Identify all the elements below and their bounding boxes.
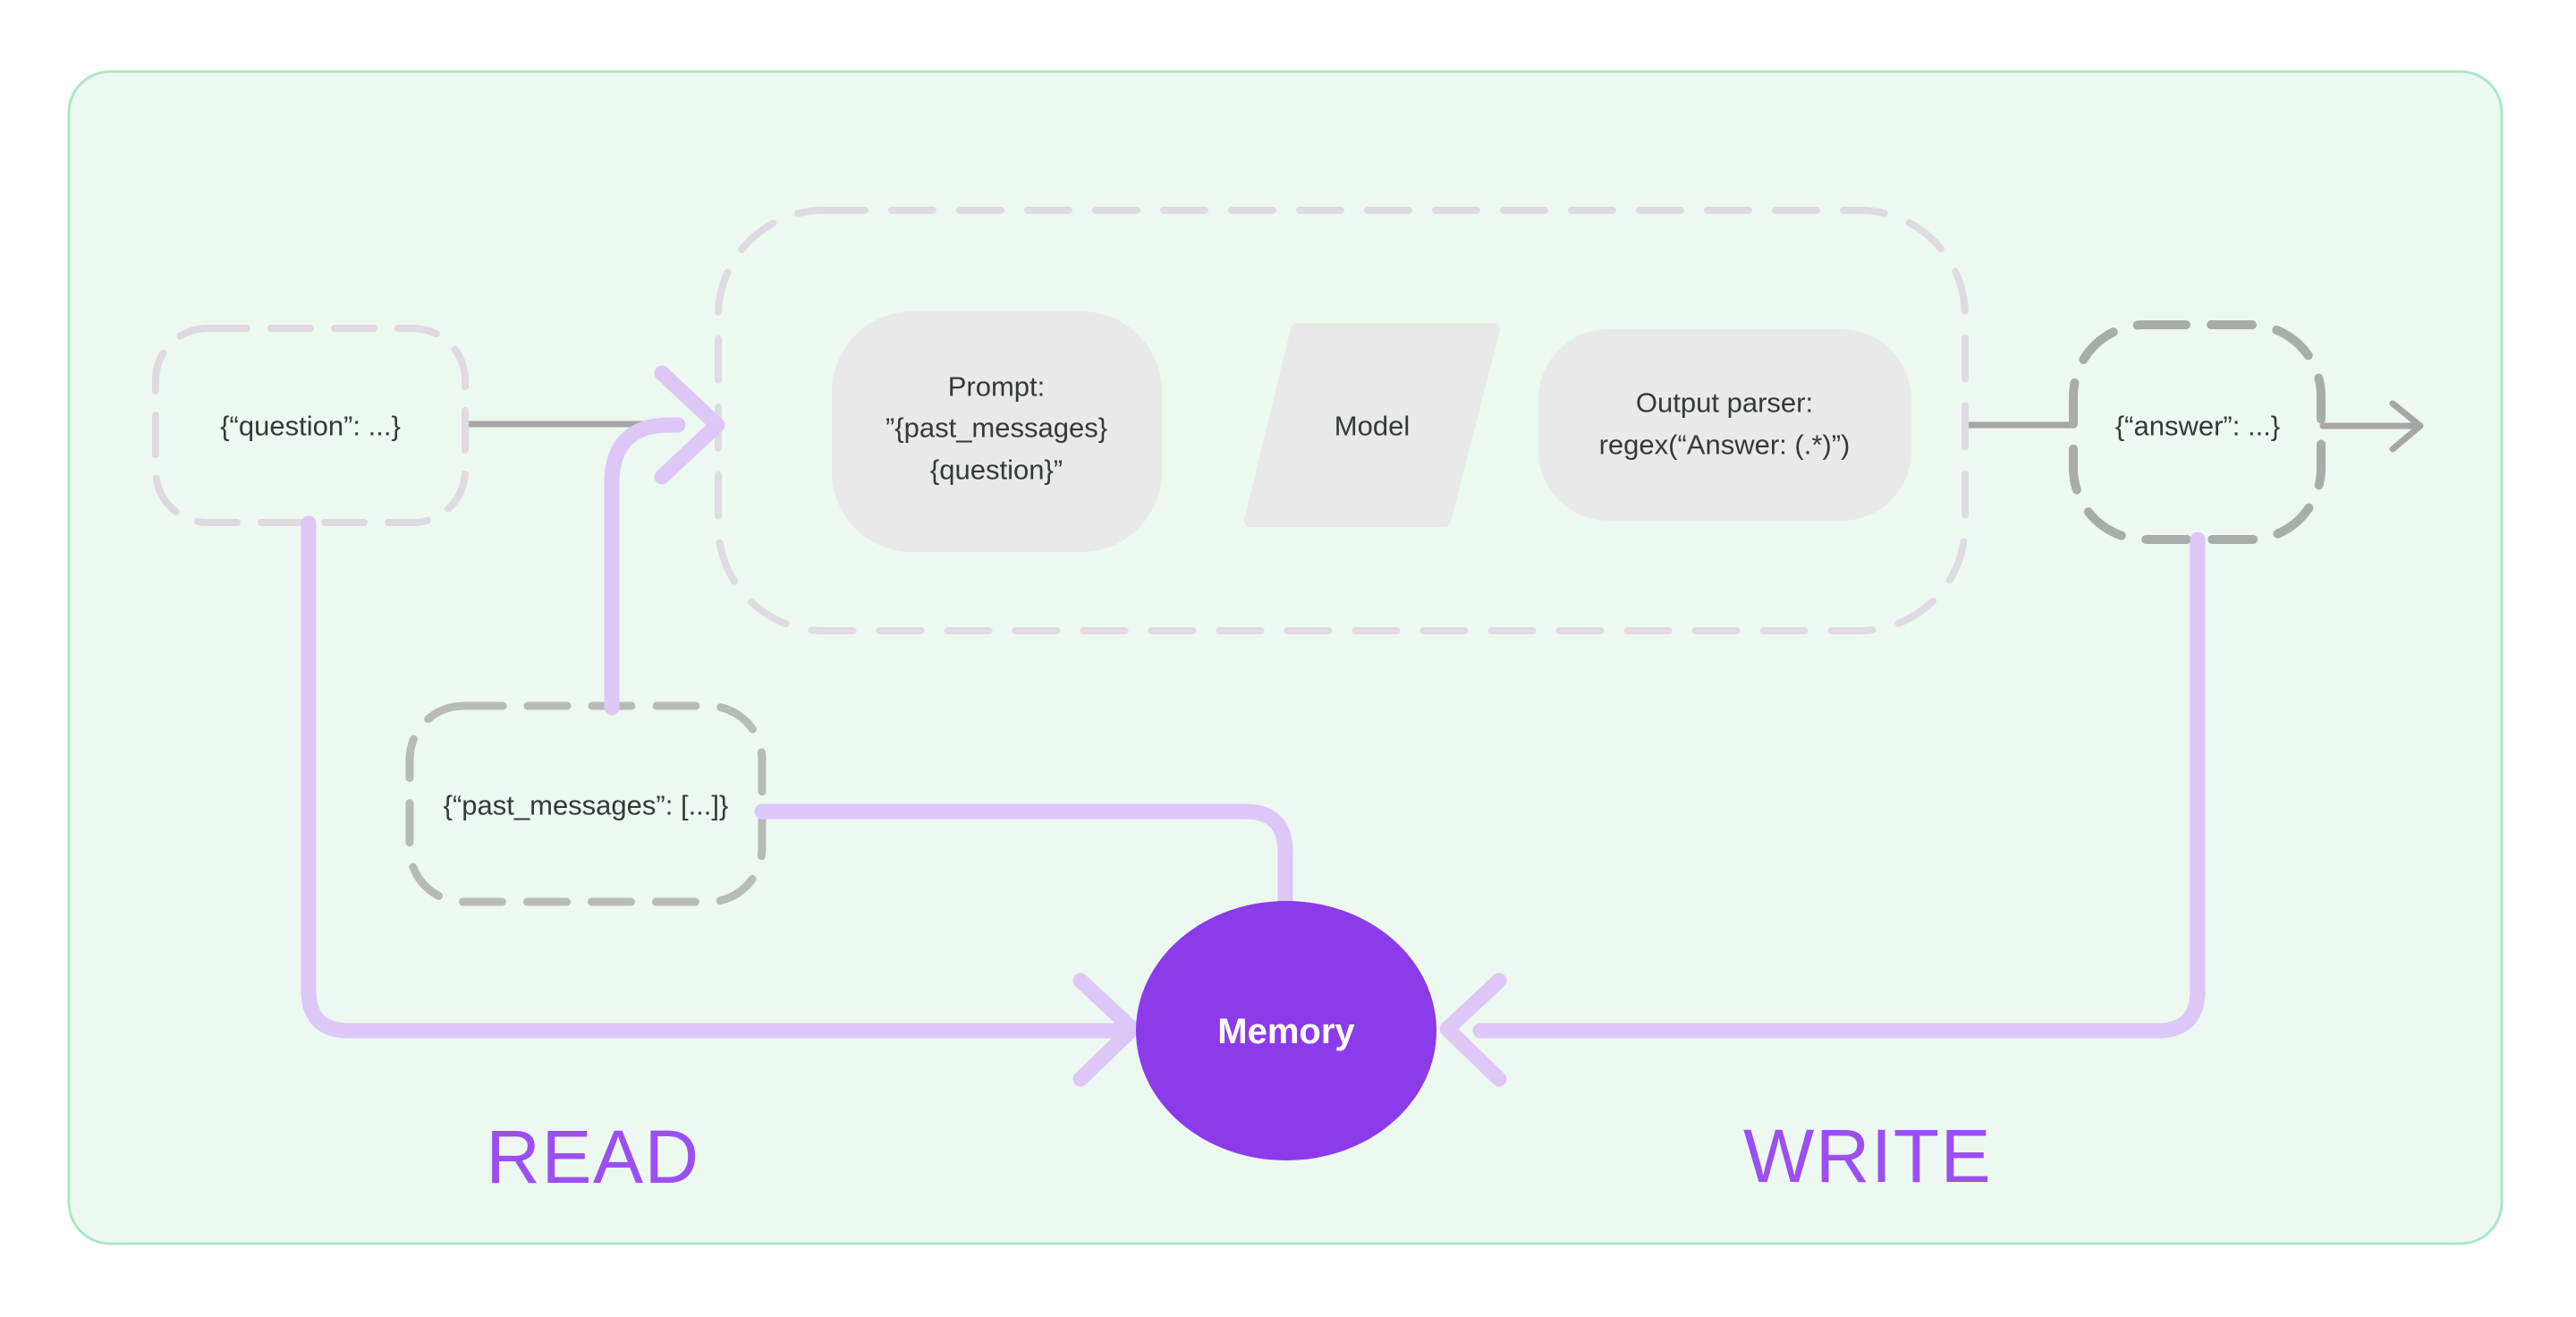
- output-parser-label-line2: regex(“Answer: (.*)”): [1599, 429, 1851, 461]
- answer-label: {“answer”: ...}: [2115, 411, 2280, 442]
- model-parallelogram: [1244, 323, 1500, 527]
- prompt-label-line1: Prompt:: [948, 371, 1046, 403]
- memory-label: Memory: [1217, 1012, 1355, 1051]
- output-parser-label-line1: Output parser:: [1636, 387, 1813, 419]
- read-zone-label: READ: [486, 1115, 699, 1199]
- arrowhead-out-icon: [2389, 400, 2424, 453]
- question-label: {“question”: ...}: [220, 411, 401, 442]
- edge-past-messages-to-memory: [754, 803, 1293, 913]
- edge-question-to-memory: [301, 515, 1133, 1039]
- edge-answer-to-memory: [1472, 531, 2206, 1039]
- model-label: Model: [1335, 411, 1410, 442]
- node-answer: {“answer”: ...}: [2069, 320, 2326, 544]
- edge-past-messages-to-chain: [604, 417, 686, 716]
- arrowhead-memory-right-icon: [1439, 973, 1507, 1087]
- memory-ellipse: [1136, 901, 1436, 1160]
- prompt-box: [832, 311, 1162, 552]
- question-box: [152, 325, 469, 526]
- past-messages-label: {“past_messages”: [...]}: [444, 790, 729, 821]
- node-model: Model: [1244, 323, 1500, 527]
- node-prompt: Prompt: ”{past_messages} {question}”: [832, 311, 1162, 552]
- past-messages-box: [405, 701, 767, 906]
- node-question: {“question”: ...}: [152, 325, 469, 526]
- prompt-label-line2: ”{past_messages}: [886, 412, 1107, 444]
- arrowhead-memory-left-icon: [1072, 973, 1140, 1087]
- node-past-messages: {“past_messages”: [...]}: [405, 701, 767, 906]
- node-memory: Memory: [1136, 901, 1436, 1160]
- node-output-parser: Output parser: regex(“Answer: (.*)”): [1538, 329, 1911, 521]
- arrowhead-chain-in-icon: [654, 365, 725, 485]
- output-parser-box: [1538, 329, 1911, 521]
- prompt-label-line3: {question}”: [930, 455, 1063, 486]
- write-zone-label: WRITE: [1743, 1114, 1992, 1198]
